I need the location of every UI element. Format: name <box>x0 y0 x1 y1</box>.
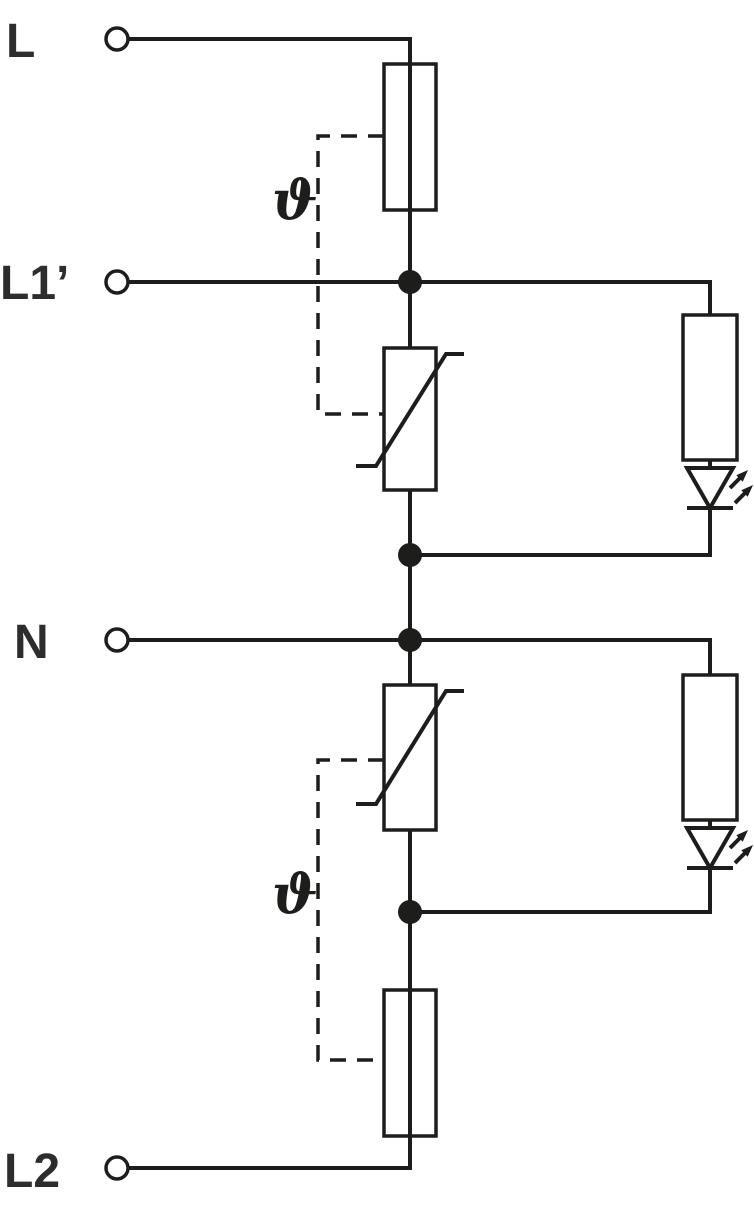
led-lower-icon <box>683 826 753 873</box>
wire-main-to-l2 <box>128 830 412 1170</box>
wire-l-to-main <box>128 37 412 348</box>
varistor-lower-body <box>382 683 438 832</box>
terminal-l2-node <box>104 1155 130 1181</box>
led-triangle <box>683 466 737 513</box>
junction-dot-l1 <box>398 270 422 294</box>
varistor-lower-icon <box>356 683 464 832</box>
varistor-upper-body <box>382 346 438 492</box>
junction-dot-upper-return <box>398 543 422 567</box>
indicator-resistor-lower-icon <box>681 673 739 822</box>
terminal-l-label: L <box>6 15 35 68</box>
terminal-l2-label: L2 <box>4 1145 60 1198</box>
wire-led-return-upper <box>410 508 712 557</box>
led-emission-arrow <box>728 836 742 850</box>
varistor-upper-diagonal <box>356 352 464 468</box>
varistor-lower-diagonal <box>356 689 464 806</box>
led-emission-arrowhead <box>741 485 753 497</box>
led-triangle <box>683 826 737 873</box>
thermal-link-lower <box>316 758 384 1062</box>
thermal-disconnector-top-icon <box>382 62 438 212</box>
led-emission-arrow <box>728 476 742 490</box>
junction-dot-lower-return <box>398 900 422 924</box>
led-emission-arrow <box>733 851 747 865</box>
theta-label-upper: ϑ <box>272 168 318 232</box>
thermal-disconnector-bottom-icon <box>382 988 438 1138</box>
wire-l1-branch <box>128 280 712 315</box>
junction-dot-n <box>398 628 422 652</box>
led-emission-arrowhead <box>741 845 753 857</box>
led-emission-arrow <box>733 491 747 505</box>
indicator-resistor-upper-icon <box>681 313 739 462</box>
led-upper-icon <box>683 466 753 513</box>
wire-led-return-lower <box>410 868 712 914</box>
terminal-n-label: N <box>14 616 49 669</box>
terminal-l1-label: L1’ <box>0 257 69 310</box>
varistor-upper-icon <box>356 346 464 492</box>
thermal-link-upper <box>316 134 384 416</box>
led-emission-arrowhead <box>736 470 748 482</box>
terminal-l1-node <box>104 269 130 295</box>
led-emission-arrowhead <box>736 830 748 842</box>
wire-n-branch <box>128 638 712 675</box>
terminal-n-node <box>104 627 130 653</box>
terminal-l-node <box>104 26 130 52</box>
theta-label-lower: ϑ <box>272 862 318 926</box>
